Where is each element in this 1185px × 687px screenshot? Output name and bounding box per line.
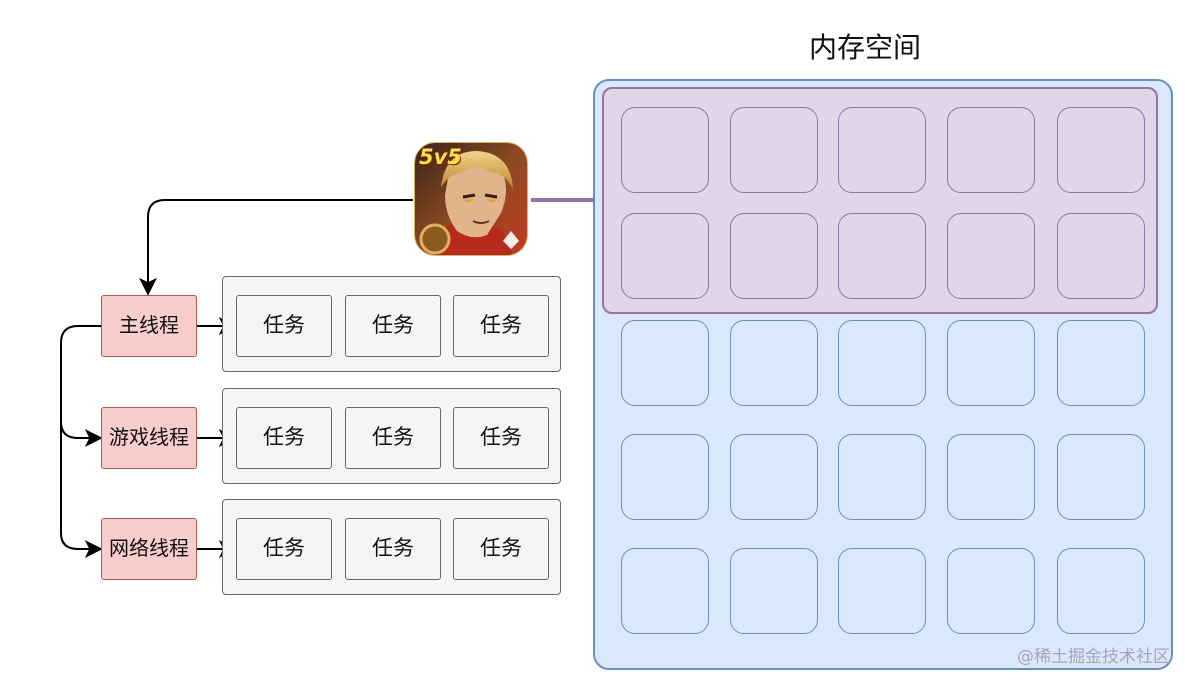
memory-cell <box>838 548 926 634</box>
memory-cell <box>947 434 1035 520</box>
task: 任务 <box>345 295 441 357</box>
main-to-network-thread-arrow <box>60 420 103 558</box>
task: 任务 <box>236 407 332 469</box>
task: 任务 <box>453 295 549 357</box>
memory-cell <box>730 434 818 520</box>
main-to-game-thread-arrow <box>60 325 103 447</box>
task: 任务 <box>453 518 549 580</box>
memory-cell <box>730 320 818 406</box>
task: 任务 <box>236 295 332 357</box>
thread-game: 游戏线程 <box>101 407 197 469</box>
memory-cell <box>621 434 709 520</box>
memory-cell <box>1057 548 1145 634</box>
game-memory-cell <box>947 213 1035 299</box>
memory-cell <box>947 548 1035 634</box>
thread-main: 主线程 <box>101 295 197 357</box>
game-badge: 5v5 <box>419 145 462 169</box>
game-memory-cell <box>730 213 818 299</box>
game-app-icon: 5v5 <box>415 143 527 255</box>
memory-cell <box>730 548 818 634</box>
game-memory-cell <box>947 107 1035 193</box>
game-memory-cell <box>1057 213 1145 299</box>
memory-cell <box>1057 434 1145 520</box>
memory-cell <box>1057 320 1145 406</box>
game-memory-cell <box>1057 107 1145 193</box>
game-memory-cell <box>730 107 818 193</box>
task: 任务 <box>453 407 549 469</box>
thread-network: 网络线程 <box>101 518 197 580</box>
icon-to-main-thread-arrow <box>139 199 413 296</box>
game-memory-cell <box>621 107 709 193</box>
memory-cell <box>947 320 1035 406</box>
memory-cell <box>838 434 926 520</box>
task: 任务 <box>236 518 332 580</box>
task: 任务 <box>345 407 441 469</box>
memory-cell <box>621 320 709 406</box>
watermark: @稀土掘金技术社区 <box>1017 647 1170 667</box>
game-memory-cell <box>838 213 926 299</box>
task: 任务 <box>345 518 441 580</box>
memory-cell <box>621 548 709 634</box>
memory-title: 内存空间 <box>808 31 921 64</box>
game-memory-cell <box>621 213 709 299</box>
game-memory-cell <box>838 107 926 193</box>
memory-cell <box>838 320 926 406</box>
